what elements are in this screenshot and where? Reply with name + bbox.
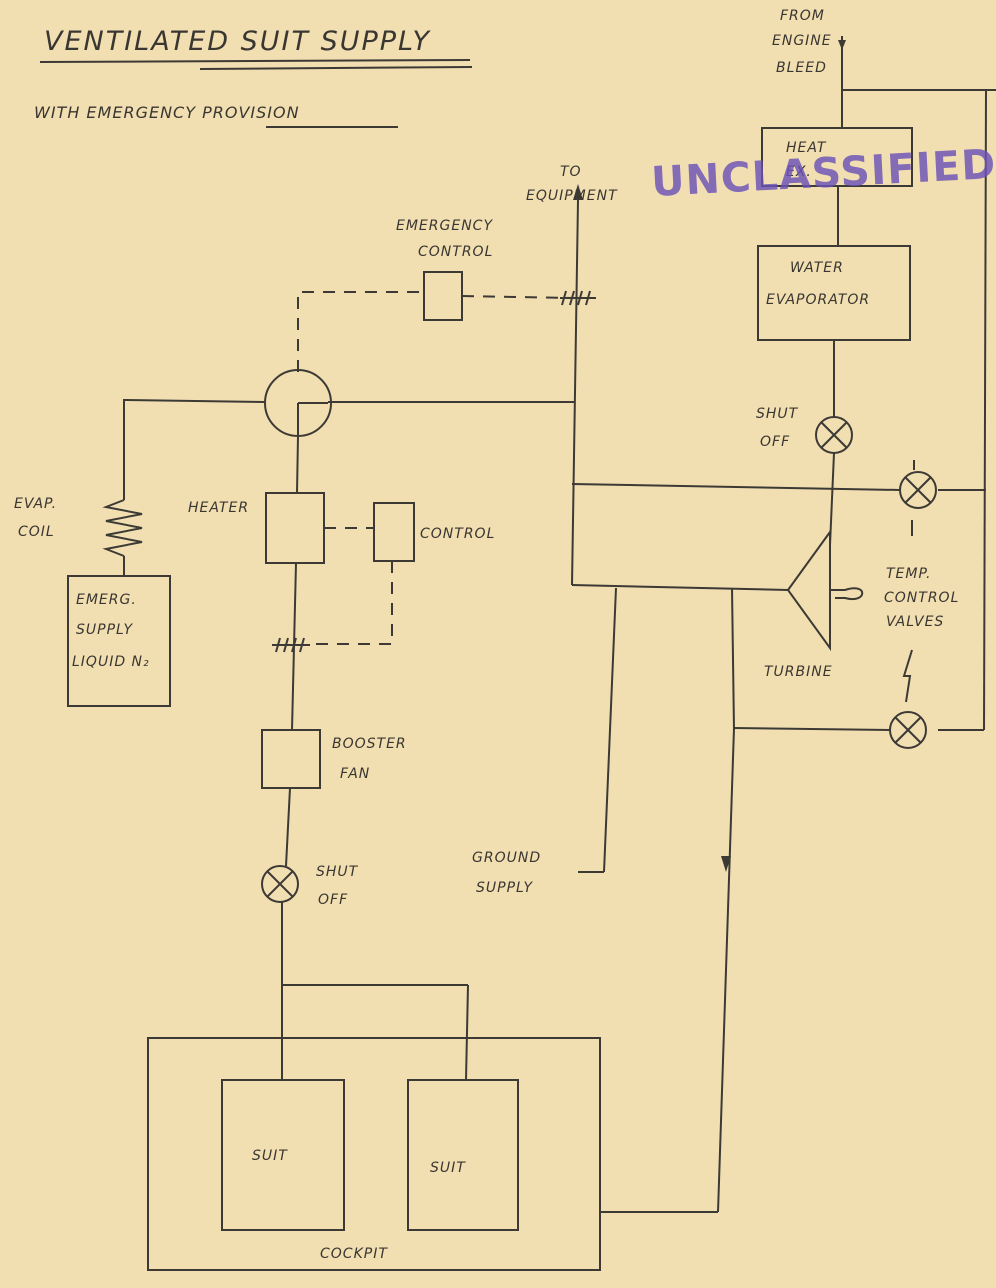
emergency-control-label-2: CONTROL bbox=[418, 244, 493, 260]
shut-off-top-label-2: OFF bbox=[760, 434, 790, 450]
booster-fan-label-2: FAN bbox=[340, 766, 370, 782]
title-underline-2 bbox=[199, 66, 473, 70]
label-from-1: FROM bbox=[780, 8, 825, 24]
shut-off-bottom-label-2: OFF bbox=[318, 892, 348, 908]
heater-control-box bbox=[373, 502, 415, 562]
booster-fan-box bbox=[261, 729, 321, 789]
cockpit-box bbox=[147, 1037, 601, 1271]
main-duct-network bbox=[328, 199, 901, 1213]
diagram-subtitle: WITH EMERGENCY PROVISION bbox=[34, 103, 300, 122]
emergency-supply-label-1: EMERG. bbox=[76, 592, 137, 608]
line-valve-to-coil bbox=[123, 398, 266, 500]
shut-off-top-label-1: SHUT bbox=[756, 406, 799, 422]
title-underline-1 bbox=[39, 59, 471, 63]
to-equipment-label-1: TO bbox=[560, 164, 582, 180]
heater-label: HEATER bbox=[188, 500, 249, 516]
suit-right-box bbox=[407, 1079, 519, 1231]
unclassified-stamp: UNCLASSIFIED bbox=[650, 140, 996, 206]
shut-off-valve-top-icon bbox=[815, 416, 853, 454]
line-fan-to-shutoff bbox=[285, 787, 291, 867]
diagram-title: VENTILATED SUIT SUPPLY bbox=[44, 26, 432, 57]
emergency-signal-line-left bbox=[297, 291, 424, 372]
temp-control-valve-lower-icon bbox=[889, 711, 927, 749]
emergency-supply-label-2: SUPPLY bbox=[76, 622, 133, 638]
suit-manifold bbox=[281, 984, 469, 1081]
line-valve-to-heater bbox=[296, 435, 299, 494]
heater-control-feedback-line bbox=[310, 561, 393, 645]
emergency-supply-label-3: LIQUID N₂ bbox=[72, 654, 150, 670]
turbine-label: TURBINE bbox=[764, 664, 833, 680]
heater-box bbox=[265, 492, 325, 564]
turbine-shaft-icon bbox=[830, 587, 864, 601]
heater-control-label: CONTROL bbox=[420, 526, 495, 542]
return-flow-arrow-icon bbox=[721, 856, 731, 872]
emergency-control-box bbox=[423, 271, 463, 321]
label-from-3: BLEED bbox=[776, 60, 827, 76]
cockpit-label: COCKPIT bbox=[320, 1246, 388, 1262]
temp-control-valve-upper-icon bbox=[899, 471, 937, 509]
evap-coil-label-2: COIL bbox=[18, 524, 55, 540]
water-evaporator-label-2: EVAPORATOR bbox=[766, 292, 870, 308]
temp-control-label-3: VALVES bbox=[886, 614, 944, 630]
suit-left-box bbox=[221, 1079, 345, 1231]
ground-supply-label-1: GROUND bbox=[472, 850, 541, 866]
temp-control-label-2: CONTROL bbox=[884, 590, 959, 606]
heat-exchanger-label-1: HEAT bbox=[786, 140, 827, 156]
selector-valve-port-icon bbox=[297, 402, 328, 436]
evap-coil-label-1: EVAP. bbox=[14, 496, 57, 512]
emergency-control-label-1: EMERGENCY bbox=[396, 218, 493, 234]
bleed-arrow-icon bbox=[838, 40, 846, 50]
to-equipment-label-2: EQUIPMENT bbox=[526, 188, 618, 204]
hash-mark-heater-icon bbox=[272, 637, 310, 653]
hash-mark-emergency-icon bbox=[560, 290, 596, 306]
shut-off-valve-bottom-icon bbox=[261, 865, 299, 903]
emergency-supply-box bbox=[67, 575, 171, 707]
suit-right-label: SUIT bbox=[430, 1160, 466, 1176]
water-evaporator-label-1: WATER bbox=[790, 260, 844, 276]
temp-control-label-1: TEMP. bbox=[886, 566, 931, 582]
valve-linkage-lower bbox=[902, 649, 913, 703]
turbine-icon bbox=[786, 528, 831, 652]
shut-off-bottom-label-1: SHUT bbox=[316, 864, 359, 880]
suit-left-label: SUIT bbox=[252, 1148, 288, 1164]
booster-fan-label-1: BOOSTER bbox=[332, 736, 407, 752]
heat-exchanger-label-2: EX. bbox=[786, 164, 812, 180]
label-from-2: ENGINE bbox=[772, 33, 832, 49]
bleed-bypass-loop bbox=[841, 36, 996, 731]
emergency-signal-line-right bbox=[461, 295, 573, 299]
evap-coil-icon bbox=[102, 499, 143, 557]
from-engine-bleed-label: FROM ENGINE BLEED bbox=[772, 8, 832, 76]
ground-supply-label-2: SUPPLY bbox=[476, 880, 533, 896]
to-equipment-arrow-icon bbox=[573, 184, 583, 200]
